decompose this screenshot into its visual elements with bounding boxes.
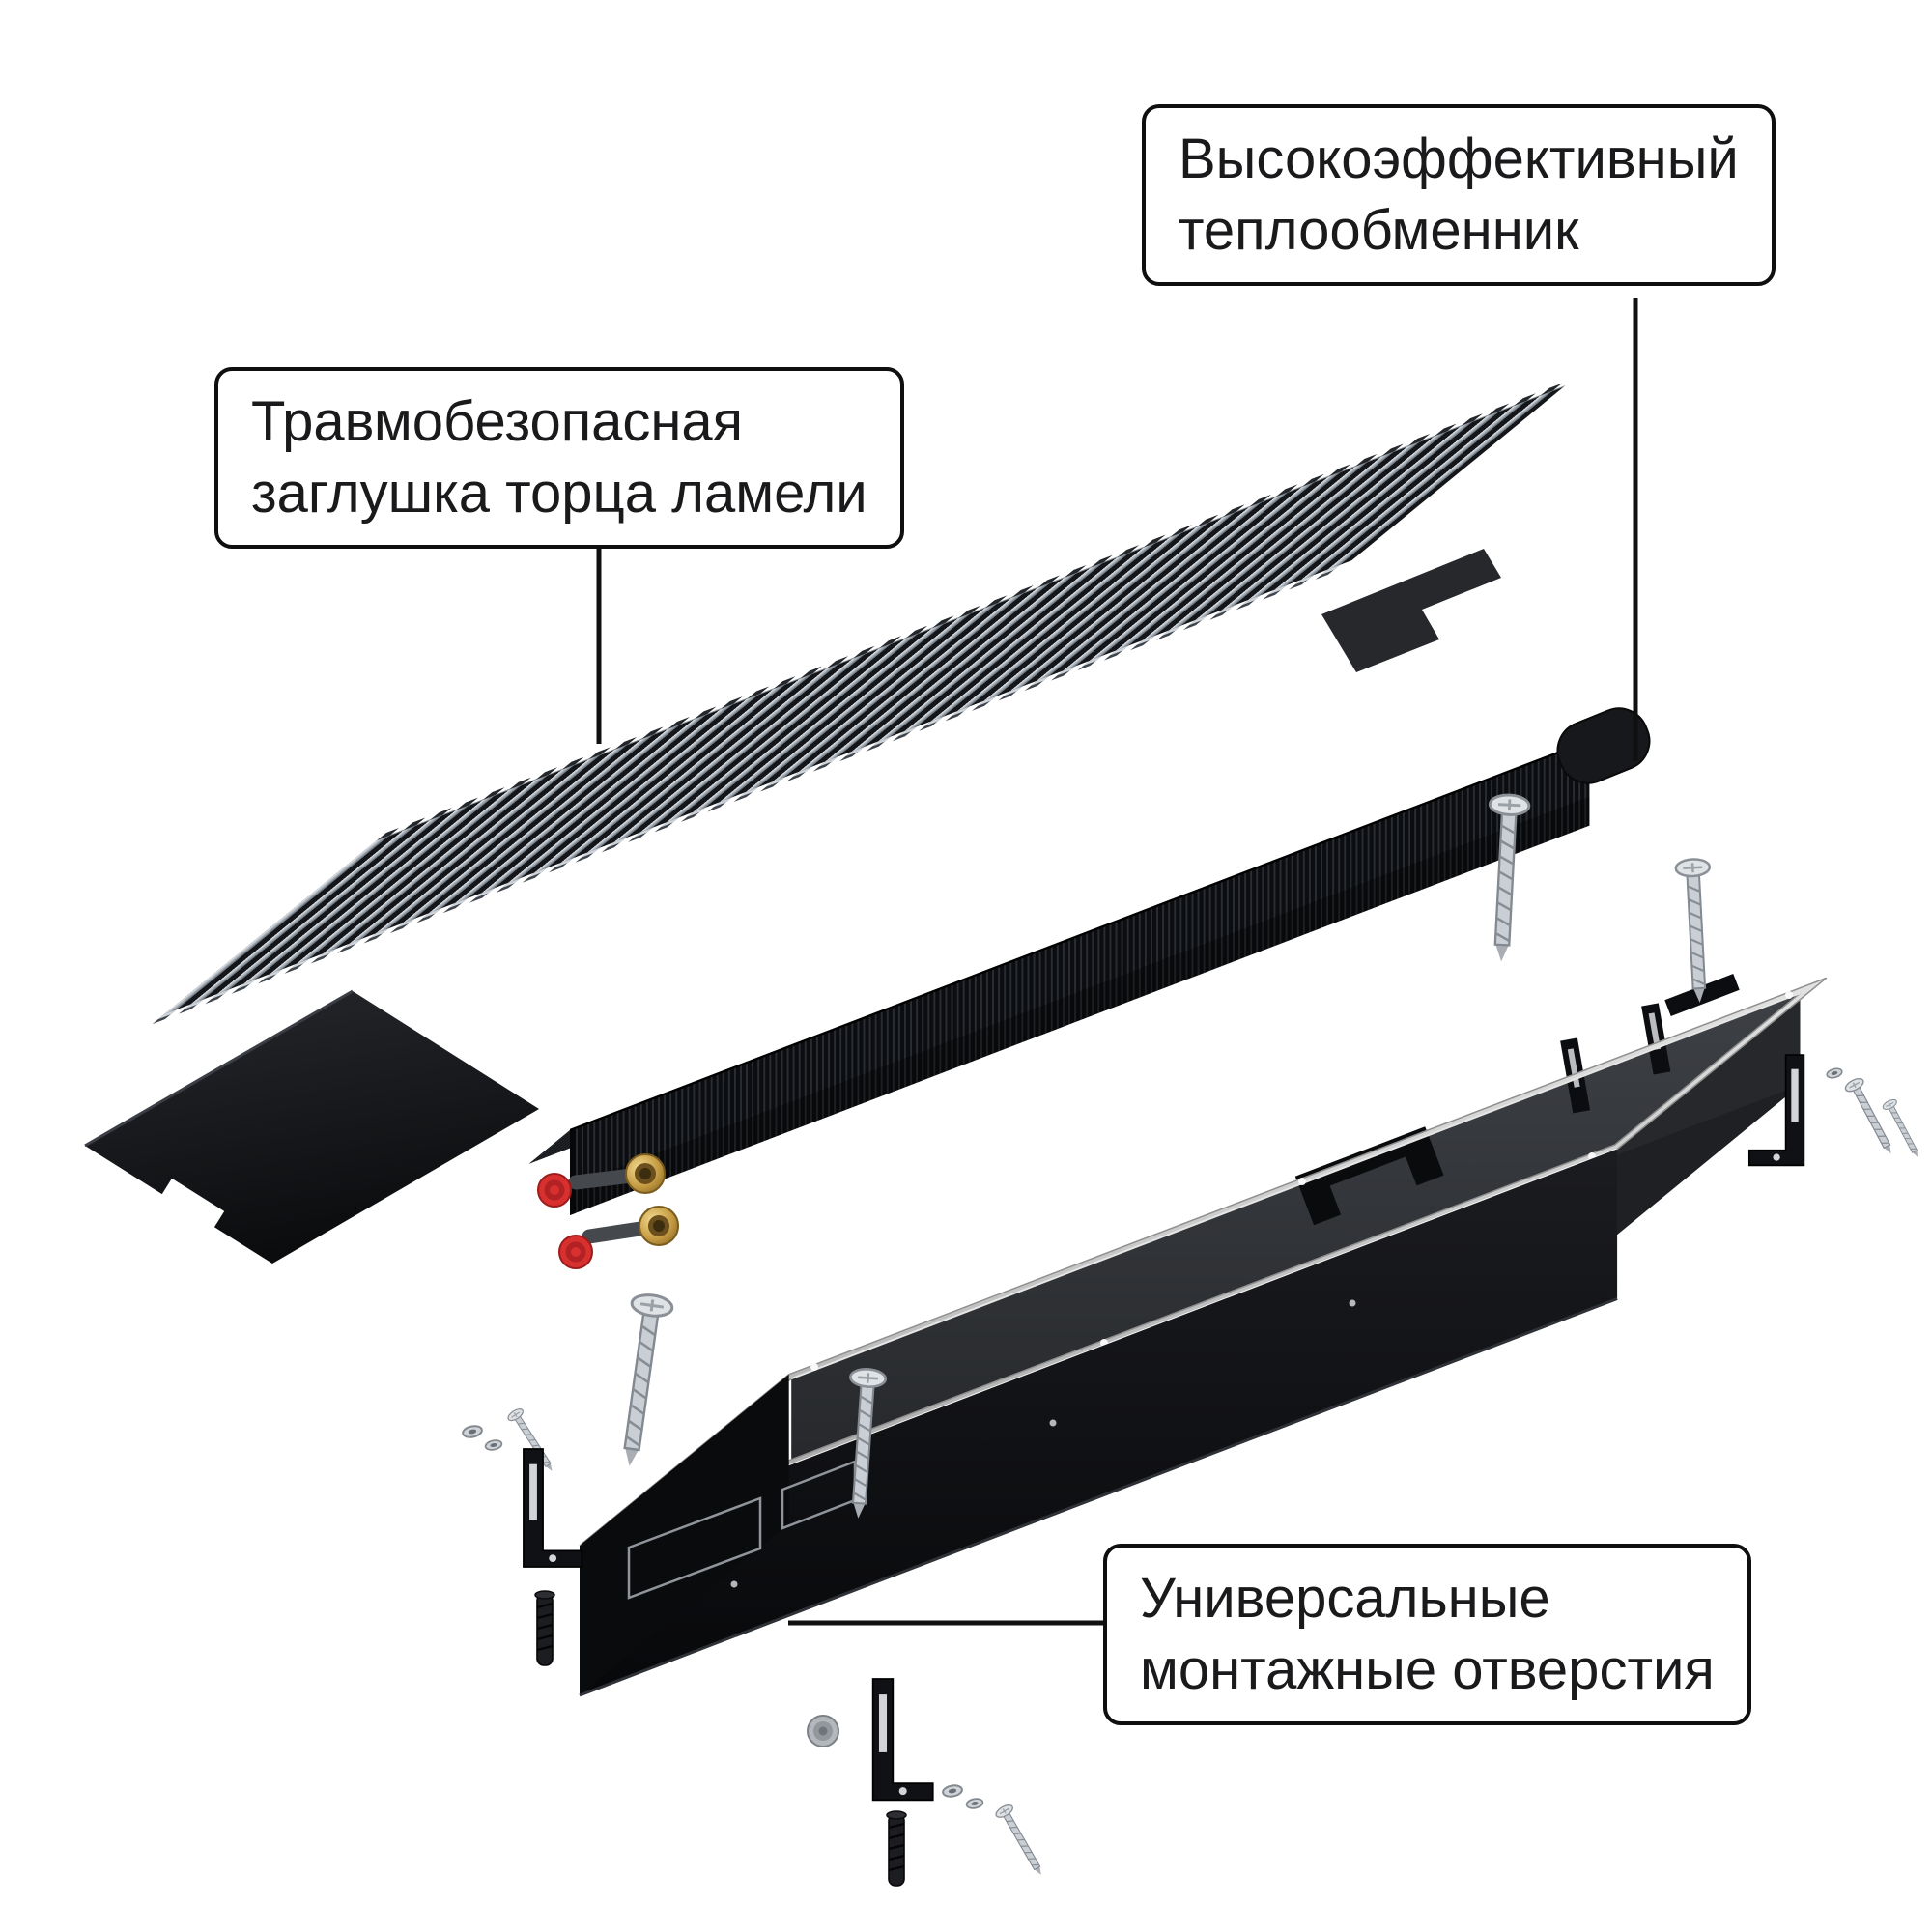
exchanger-end-bend-cover bbox=[1556, 707, 1651, 784]
red-protective-cap bbox=[537, 1173, 572, 1208]
casing-trough bbox=[579, 973, 1828, 1747]
pipe-connections bbox=[537, 1153, 679, 1269]
callout-mounting-holes: Универсальные монтажные отверстия bbox=[1103, 1544, 1751, 1726]
end-cover-plate bbox=[84, 989, 539, 1264]
mounting-bracket bbox=[871, 1678, 934, 1802]
casing-left-face bbox=[580, 1374, 789, 1695]
callout-lamella-cap: Травмобезопасная заглушка торца ламели bbox=[214, 367, 904, 550]
screw bbox=[1674, 857, 1719, 1006]
brass-fitting bbox=[625, 1153, 666, 1194]
washer bbox=[461, 1423, 484, 1440]
red-protective-cap bbox=[558, 1235, 593, 1269]
brass-fitting bbox=[639, 1206, 679, 1246]
callout-lamella-cap-line1: Травмобезопасная bbox=[251, 390, 744, 453]
callout-mounting-holes-line2: монтажные отверстия bbox=[1140, 1638, 1715, 1702]
grille-end-trim bbox=[1321, 549, 1501, 672]
anchor-dowel bbox=[885, 1809, 908, 1888]
mounting-bracket bbox=[523, 1448, 583, 1568]
screw bbox=[1881, 1096, 1925, 1161]
casing-front-face bbox=[580, 1149, 1618, 1695]
anchor-dowel bbox=[533, 1589, 556, 1667]
floor-grille bbox=[152, 379, 1575, 1025]
screw bbox=[993, 1802, 1050, 1881]
callout-heat-exchanger-line1: Высокоэффективный bbox=[1179, 128, 1739, 190]
screw bbox=[608, 1291, 675, 1471]
washer bbox=[1825, 1065, 1844, 1081]
inner-strap bbox=[1641, 1003, 1671, 1075]
screw bbox=[1842, 1075, 1901, 1159]
leader-lines bbox=[596, 298, 1638, 1626]
callout-lamella-cap-line2: заглушка торца ламели bbox=[251, 462, 867, 526]
callout-heat-exchanger-line2: теплообменник bbox=[1179, 199, 1579, 263]
drain-grommet bbox=[807, 1715, 839, 1747]
inner-divider-bracket bbox=[1294, 1126, 1444, 1226]
callout-heat-exchanger: Высокоэффективный теплообменник bbox=[1142, 104, 1776, 287]
washer bbox=[964, 1797, 985, 1810]
washer bbox=[941, 1782, 964, 1800]
front-face-holes bbox=[730, 1299, 1356, 1588]
callout-mounting-holes-line1: Универсальные bbox=[1140, 1567, 1550, 1630]
heat-exchanger bbox=[528, 707, 1651, 1269]
washer bbox=[483, 1437, 504, 1453]
